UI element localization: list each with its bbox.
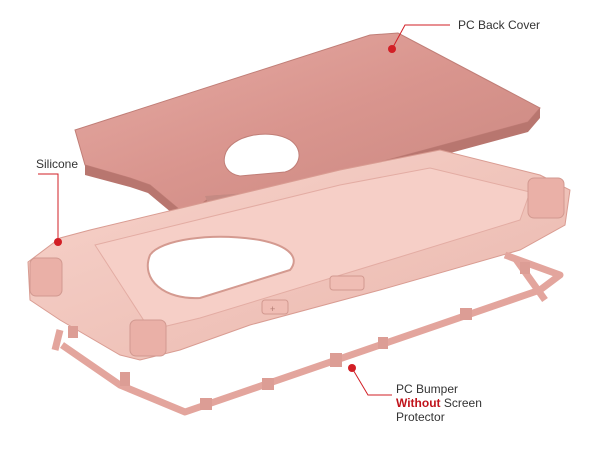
callout-back-cover-leader [388, 24, 450, 53]
label-pc-bumper: PC Bumper Without Screen Protector [396, 382, 482, 424]
label-silicone: Silicone [36, 157, 79, 171]
label-pc-bumper-line3: Protector [396, 410, 445, 424]
label-without-emphasis: Without [396, 396, 441, 410]
callout-bumper-leader [348, 364, 392, 396]
label-screen-text: Screen [440, 396, 482, 410]
callout-silicone-leader [38, 173, 62, 246]
callout-dot [348, 364, 356, 372]
silicone-sleeve: + [27, 149, 571, 361]
callout-dot [54, 238, 62, 246]
label-pc-back-cover: PC Back Cover [458, 18, 541, 32]
svg-text:+: + [270, 304, 275, 314]
label-pc-bumper-line1: PC Bumper [396, 382, 459, 396]
callout-dot [388, 45, 396, 53]
bumper-clips [68, 262, 530, 410]
label-pc-bumper-line2: Without Screen [396, 396, 482, 410]
